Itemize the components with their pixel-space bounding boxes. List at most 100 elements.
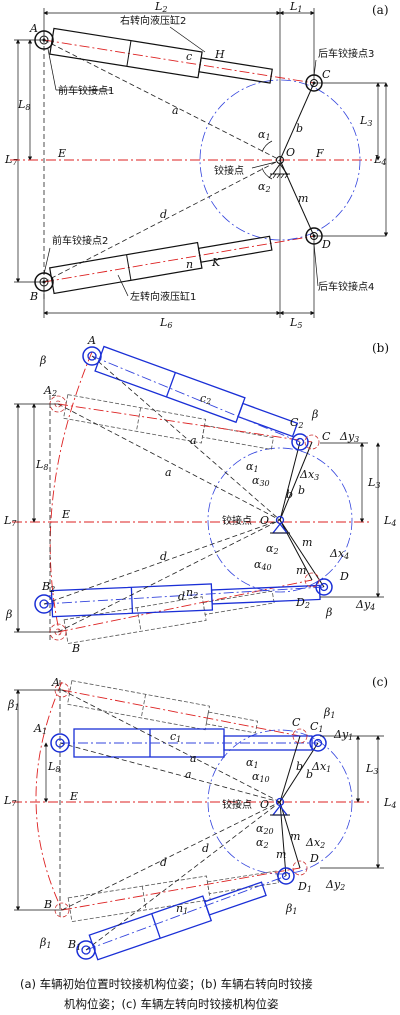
label-alpha2: α2 <box>258 180 271 194</box>
callout-rear-hinge-4: 后车铰接点4 <box>318 280 374 293</box>
label-B1-c: B1 <box>67 938 81 952</box>
segment-d <box>43 159 281 283</box>
left-steering-cylinder <box>48 235 273 295</box>
callout-front-hinge-2: 前车铰接点2 <box>52 234 108 247</box>
angle-alpha2-arc <box>261 167 273 180</box>
pin-D-c <box>292 860 308 876</box>
rotation-circle-c <box>207 729 353 875</box>
dim-L5-label: L5 <box>289 316 302 330</box>
label-O-c: O <box>260 798 269 811</box>
label-E-b: E <box>61 508 70 521</box>
label-b2-c: b <box>306 768 313 781</box>
label-L3-c: L3 <box>365 762 378 776</box>
label-O-b: O <box>260 514 269 527</box>
label-H: H <box>214 48 225 61</box>
label-alpha1-b: α1 <box>246 460 259 474</box>
label-hinge-c: 铰接点 <box>222 798 252 811</box>
segment-b <box>279 82 315 161</box>
pin-B2-b <box>34 594 54 614</box>
label-dx4-b: Δx4 <box>329 547 349 561</box>
dim-L8-label: L8 <box>17 98 30 112</box>
pin-D-b <box>315 578 333 596</box>
label-d2-c: d <box>202 842 209 855</box>
label-dx3-b: Δx3 <box>299 468 319 482</box>
label-hinge-b: 铰接点 <box>222 514 252 527</box>
label-B-c: B <box>43 898 52 911</box>
label-A2-b: A2 <box>43 384 57 398</box>
label-dy3-b: Δy3 <box>339 430 359 444</box>
label-L7-b: L7 <box>3 514 17 528</box>
hinge-O-symbol-c <box>270 797 290 816</box>
label-B: B <box>29 290 38 303</box>
label-F: F <box>315 147 324 160</box>
steered-cylinder-upper <box>94 345 299 438</box>
label-dy1-c: Δy1 <box>333 728 353 742</box>
label-d-b: d <box>160 550 167 563</box>
label-seg-m: m <box>298 192 308 205</box>
label-beta1-c2: β1 <box>323 706 335 720</box>
cylinder-1-axis <box>43 235 315 283</box>
label-D1-c: D1 <box>297 880 312 894</box>
label-seg-a: a <box>172 104 179 117</box>
label-alpha1-c: α1 <box>246 756 259 770</box>
label-C: C <box>322 68 331 81</box>
pin-C-c <box>292 728 308 744</box>
label-d-c: d <box>160 856 167 869</box>
label-beta-b4: β <box>325 606 332 619</box>
label-beta-b2: β <box>311 408 318 421</box>
label-A1-c: A1 <box>33 722 47 736</box>
label-a-c: a <box>190 752 197 765</box>
caption-line-1: (a) 车辆初始位置时铰接机构位姿；(b) 车辆右转向时铰接 <box>20 977 313 991</box>
pin-C-b <box>304 434 320 450</box>
label-dy4-b: Δy4 <box>355 598 375 612</box>
caption-line-2: 机构位姿；(c) 车辆左转向时铰接机构位姿 <box>64 997 278 1011</box>
label-L8-b: L8 <box>35 458 48 472</box>
pin-C2-b <box>291 433 309 451</box>
panel-c-tag: (c) <box>372 675 388 689</box>
pin-A1-c <box>50 733 70 753</box>
label-L7-c: L7 <box>3 794 17 808</box>
label-b-c: b <box>296 760 303 773</box>
callout-left-cylinder: 左转向液压缸1 <box>130 290 196 303</box>
label-d2-b: d <box>178 590 185 603</box>
dim-L4-label: L4 <box>373 153 386 167</box>
swing-arc-left-c <box>35 681 63 911</box>
dim-L1-label: L1 <box>289 0 302 14</box>
pin-C1-c <box>309 734 327 752</box>
label-alpha20-c: α20 <box>256 822 274 836</box>
panel-a-tag: (a) <box>372 3 389 17</box>
label-beta-b1: β <box>39 354 46 367</box>
label-D-b: D <box>339 570 349 583</box>
label-C-b: C <box>322 430 331 443</box>
dim-L7-label: L7 <box>4 153 18 167</box>
label-m2-b: m <box>296 564 306 577</box>
label-D-c: D <box>309 852 319 865</box>
label-D: D <box>321 238 331 251</box>
label-beta-b3: β <box>5 608 12 621</box>
label-a2-c: a <box>185 768 192 781</box>
pin-A <box>34 30 54 50</box>
label-a-b: a <box>190 434 197 447</box>
pin-D2-b <box>304 572 320 588</box>
label-D2-b: D2 <box>295 596 310 610</box>
swing-arc-left <box>49 351 93 636</box>
dim-L3-label: L3 <box>359 114 372 128</box>
label-C1-c: C1 <box>310 720 324 734</box>
label-E: E <box>57 147 66 160</box>
callout-rear-hinge-3: 后车铰接点3 <box>318 47 374 60</box>
callout-front-hinge-1: 前车铰接点1 <box>58 84 114 97</box>
dim-L2-label: L2 <box>154 0 167 14</box>
label-alpha2-b: α2 <box>266 542 279 556</box>
label-c2-b: c2 <box>200 392 211 406</box>
dim-L6-label: L6 <box>159 316 172 330</box>
label-seg-n: n <box>186 258 193 271</box>
label-A-c: A <box>51 676 60 689</box>
label-L3-b: L3 <box>367 476 380 490</box>
pin-B1-c <box>76 940 96 960</box>
panel-b: (b) <box>3 334 396 655</box>
label-L4-b: L4 <box>383 514 396 528</box>
label-K: K <box>211 256 221 269</box>
label-B2-b: B2 <box>41 580 55 594</box>
label-seg-c: c <box>186 50 192 63</box>
